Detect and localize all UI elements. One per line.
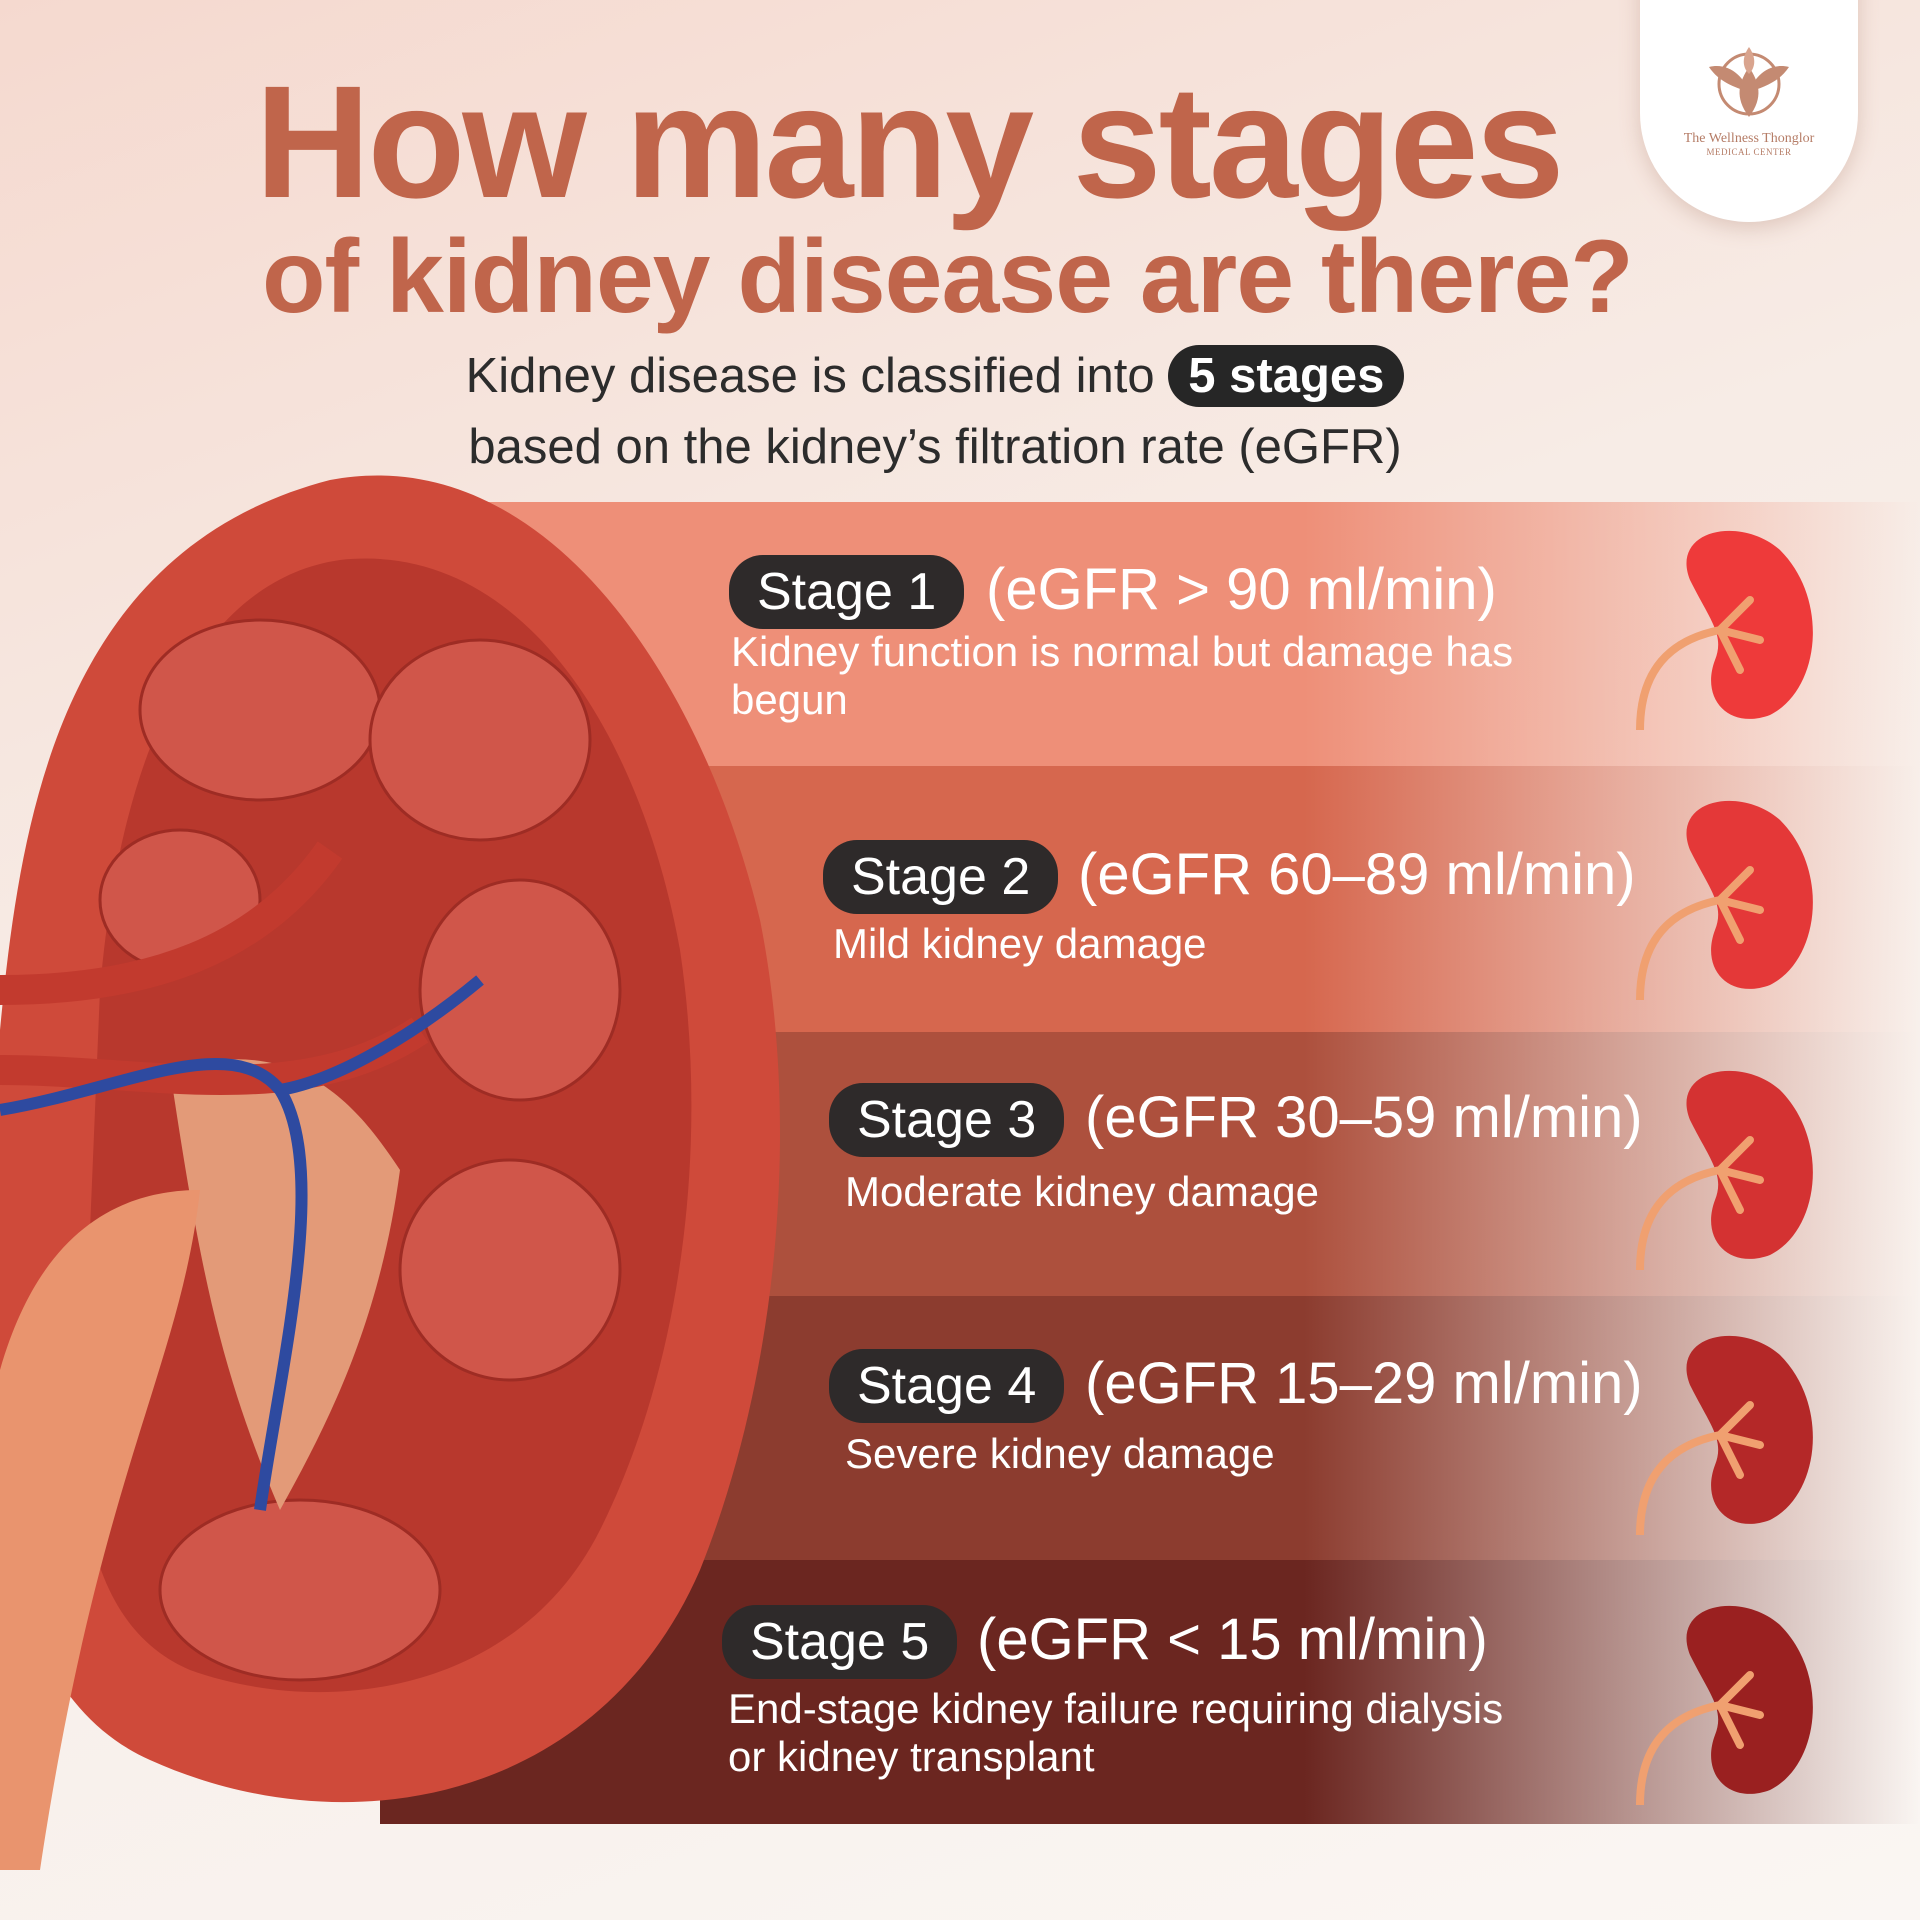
stage-2-badge: Stage 2 [823,840,1059,915]
stage-4-description: Severe kidney damage [845,1430,1275,1477]
stage-2-description: Mild kidney damage [833,920,1207,967]
stage-5-description: End-stage kidney failure requiring dialy… [728,1685,1504,1781]
title-line-1: How many stages [255,52,1565,231]
stage-5-badge: Stage 5 [722,1605,958,1680]
stage-5-egfr: (eGFR < 15 ml/min) [977,1607,1488,1672]
stage-1-egfr: (eGFR > 90 ml/min) [986,557,1497,622]
stage-4-kidney-icon [1636,1335,1813,1535]
stage-1-description: Kidney function is normal but damage has… [731,628,1514,724]
stage-1-badge: Stage 1 [729,555,965,630]
stage-1-kidney-icon [1636,530,1813,730]
stage-4-badge: Stage 4 [829,1349,1065,1424]
kidney-illustration [0,475,780,1870]
stage-5-kidney-icon [1636,1605,1813,1805]
logo-subtitle: MEDICAL CENTER [1706,147,1792,157]
subtitle-text: Kidney disease is classified into [465,349,1155,403]
stage-3-kidney-icon [1636,1070,1813,1270]
lotus-logo-icon [1709,47,1789,117]
subtitle-line-2: based on the kidney’s filtration rate (e… [468,420,1402,474]
brand-logo: The Wellness Thonglor MEDICAL CENTER [1640,0,1858,222]
title-line-2: of kidney disease are there? [262,219,1634,335]
stage-3-egfr: (eGFR 30–59 ml/min) [1085,1085,1643,1150]
stages-count-badge: 5 stages [1168,345,1405,407]
stage-3-description: Moderate kidney damage [845,1168,1319,1215]
stage-3-badge: Stage 3 [829,1083,1065,1158]
stage-2-kidney-icon [1636,800,1813,1000]
stage-2-egfr: (eGFR 60–89 ml/min) [1078,842,1636,907]
stage-4-egfr: (eGFR 15–29 ml/min) [1085,1351,1643,1416]
subtitle-line-1: Kidney disease is classified into 5 stag… [0,345,1870,407]
logo-name: The Wellness Thonglor [1683,131,1815,146]
